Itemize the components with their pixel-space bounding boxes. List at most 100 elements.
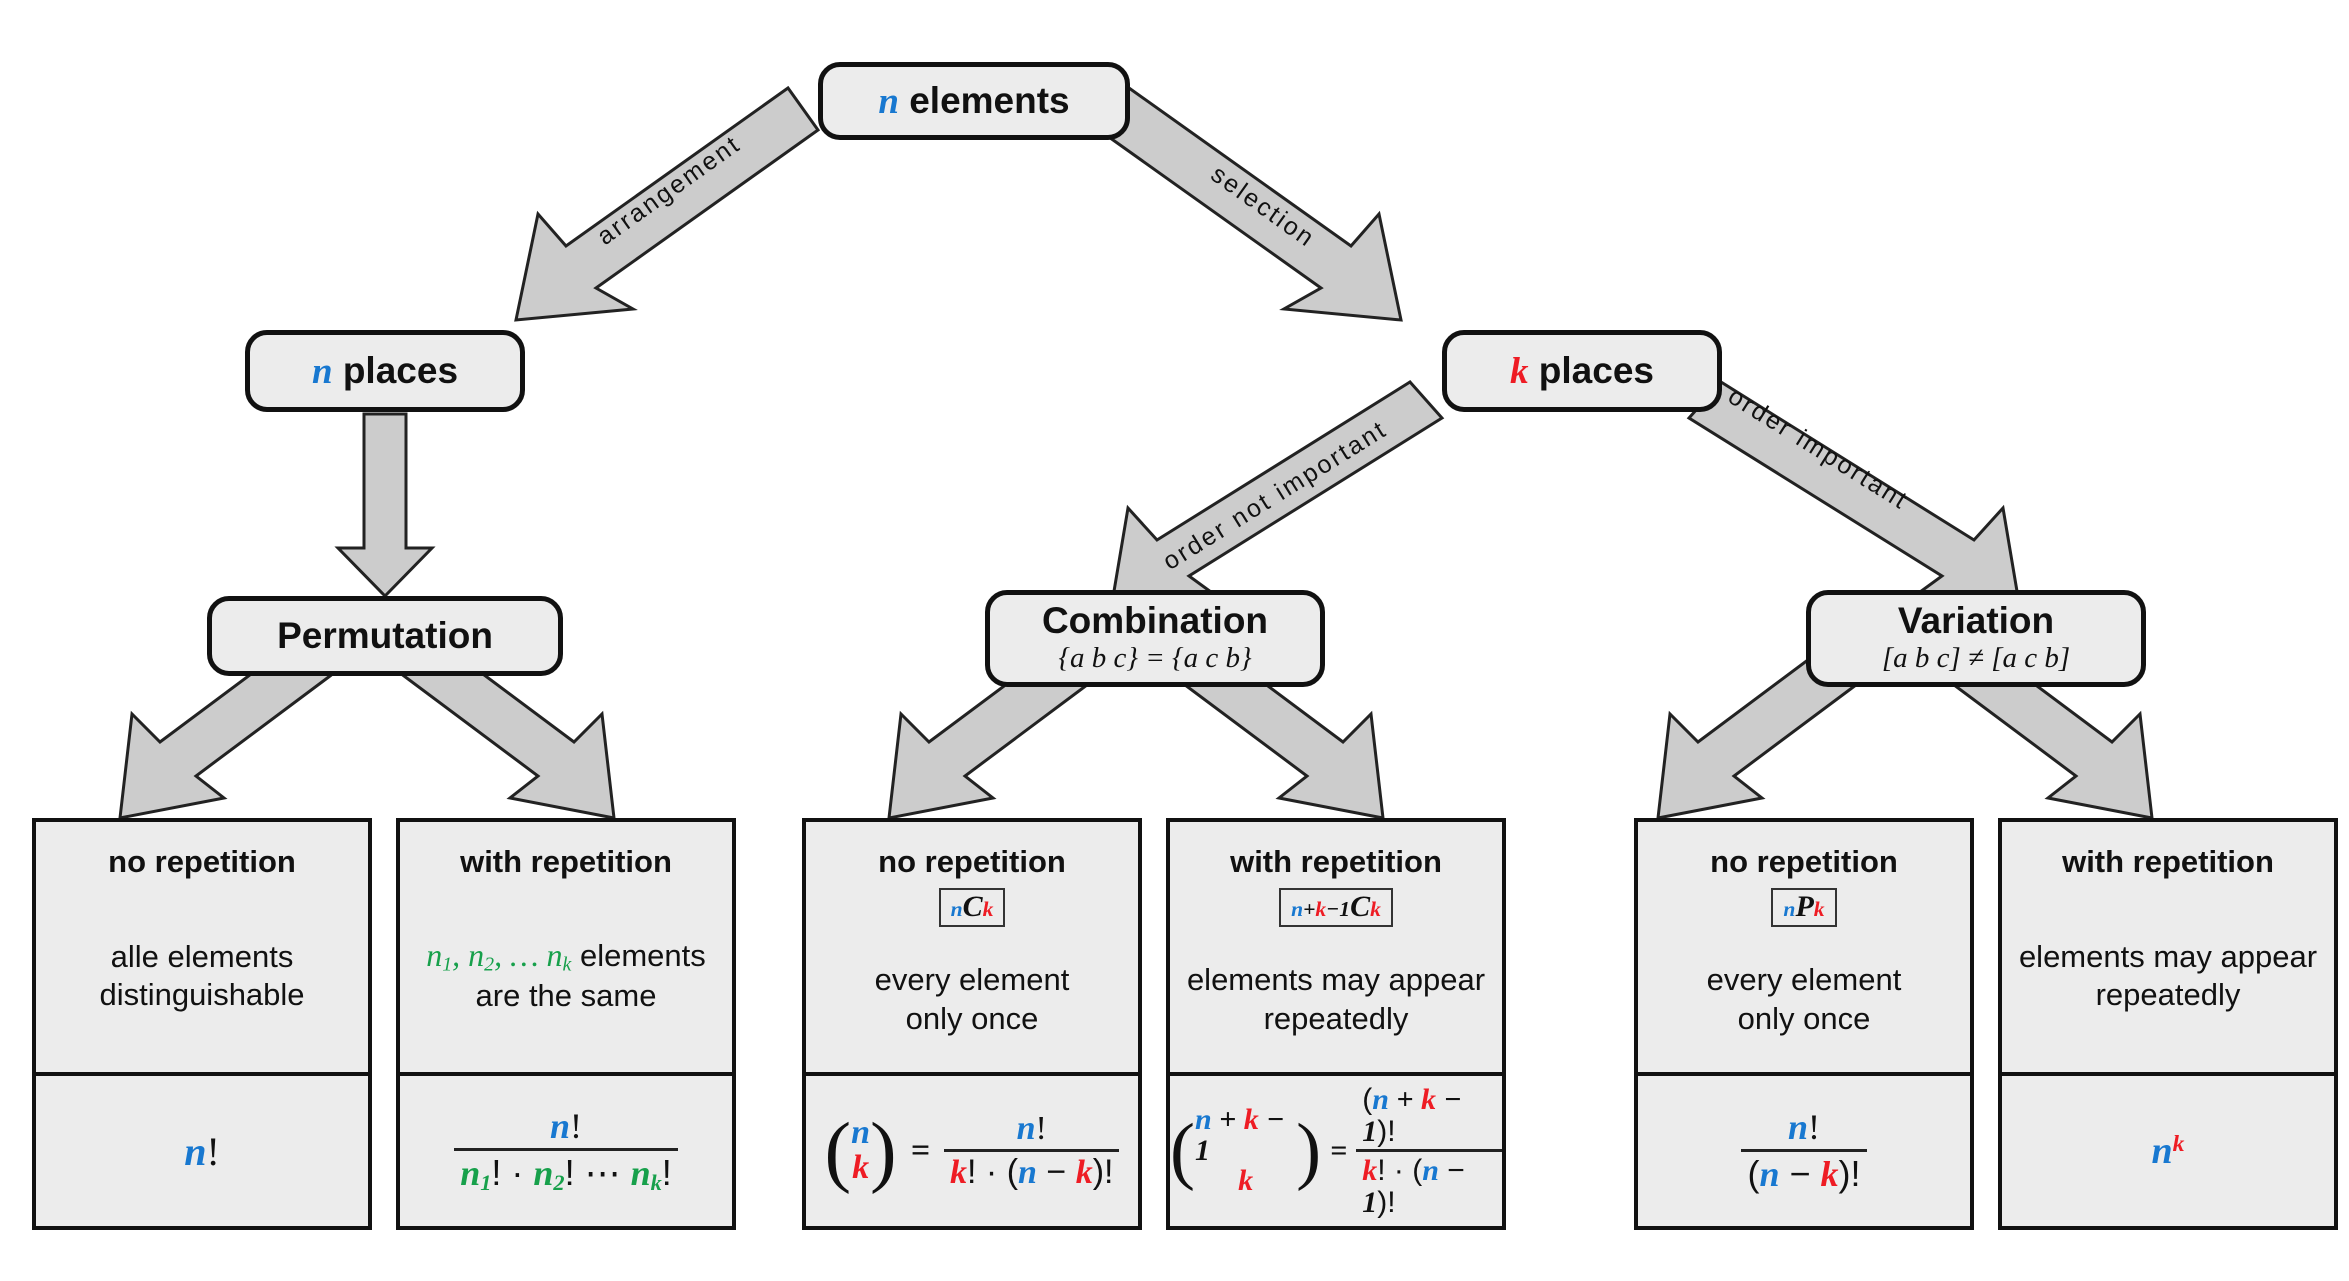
formula-var-n: n: [1787, 1107, 1809, 1148]
node-permutation[interactable]: Permutation: [207, 596, 563, 676]
node-n-elements-label: n elements: [878, 80, 1069, 123]
equals-sign: =: [910, 1132, 931, 1169]
node-k-places-text: places: [1538, 349, 1654, 391]
fraction-denominator: (n − k)!: [1747, 1153, 1861, 1194]
leaf-desc-line1: every element: [874, 962, 1070, 998]
leaf-combination-no-repetition[interactable]: no repetition nCk every element only onc…: [802, 818, 1142, 1230]
formula-var-n: n: [549, 1106, 571, 1147]
node-combination-title: Combination: [1041, 600, 1269, 642]
symbol-nCk: nCk: [938, 888, 1006, 927]
leaf-combination-with-repetition[interactable]: with repetition n+k−1Ck elements may app…: [1166, 818, 1506, 1230]
symbol-sub-right: k: [1370, 897, 1381, 921]
binom-bottom: k: [1238, 1164, 1254, 1198]
leaf-permutation-no-repetition[interactable]: no repetition alle elements distinguisha…: [32, 818, 372, 1230]
node-variation-note: [a b c] ≠ [a c b]: [1881, 641, 2071, 674]
symbol-n-plus-k-minus-1-C-k: n+k−1Ck: [1279, 888, 1393, 927]
arrow-perm-with-rep: [401, 640, 616, 820]
leaf-head: no repetition: [108, 844, 296, 879]
leaf-description: alle elements distinguishable: [99, 938, 304, 1015]
node-variation[interactable]: Variation [a b c] ≠ [a c b]: [1806, 590, 2146, 687]
symbol-sub-left: n: [1783, 897, 1796, 921]
node-permutation-title: Permutation: [277, 615, 493, 656]
leaf-top: no repetition alle elements distinguisha…: [36, 822, 368, 1076]
leaf-top: no repetition nPk every element only onc…: [1638, 822, 1970, 1076]
formula-factorial: !: [570, 1106, 583, 1147]
fraction-denominator: n1! · n2! ⋯ nk!: [460, 1152, 672, 1196]
symbol-letter: P: [1795, 890, 1814, 923]
leaf-desc-line1: elements may appear: [2018, 938, 2318, 974]
node-n-places[interactable]: n places: [245, 330, 525, 412]
formula-factorial: !: [206, 1128, 220, 1174]
leaf-permutation-with-repetition[interactable]: with repetition n1, n2, … nk elements ar…: [396, 818, 736, 1230]
leaf-desc-line2: are the same: [475, 978, 657, 1014]
leaf-desc-line1: every element: [1706, 962, 1902, 998]
node-variation-title: Variation: [1897, 600, 2055, 642]
binom-bottom: k: [852, 1149, 870, 1186]
binomial-coefficient: ( n + k − 1 k ): [1170, 1103, 1322, 1198]
node-combination-note: {a b c} = {a c b}: [1058, 641, 1252, 674]
leaf-description: every element only once: [875, 961, 1070, 1038]
var-n: n: [311, 350, 333, 392]
binom-top: n: [851, 1114, 871, 1152]
node-k-places[interactable]: k places: [1442, 330, 1722, 412]
node-n-elements[interactable]: n elements: [818, 62, 1130, 140]
binomial-coefficient: ( n k ): [824, 1106, 897, 1195]
arrow-order-not-important: [1108, 380, 1445, 617]
leaf-desc-line1: n1, n2, … nk elements: [426, 936, 706, 977]
leaf-description: elements may appear repeatedly: [1187, 961, 1485, 1038]
leaf-head: with repetition: [1230, 844, 1442, 879]
leaf-variation-with-repetition[interactable]: with repetition elements may appear repe…: [1998, 818, 2338, 1230]
arrow-selection: [1096, 85, 1403, 322]
symbol-sub-left: n: [950, 897, 963, 921]
leaf-desc-line2: only once: [905, 1000, 1039, 1036]
leaf-head: no repetition: [878, 844, 1066, 879]
leaf-formula: n! (n − k)!: [1638, 1076, 1970, 1226]
leaf-formula: n!: [36, 1076, 368, 1226]
leaf-formula: ( n + k − 1 k ) = (n + k − 1)! k! · (n −…: [1170, 1076, 1502, 1226]
symbol-sub-right: k: [1813, 897, 1825, 921]
node-k-places-label: k places: [1510, 350, 1654, 393]
leaf-top: no repetition nCk every element only onc…: [806, 822, 1138, 1076]
leaf-formula: ( n k ) = n! k! · (n − k)!: [806, 1076, 1138, 1226]
leaf-formula: nk: [2002, 1076, 2334, 1226]
node-combination[interactable]: Combination {a b c} = {a c b}: [985, 590, 1325, 687]
leaf-desc-line2: only once: [1737, 1000, 1871, 1036]
symbol-sub-left: n+k−1: [1291, 897, 1351, 921]
var-n: n: [878, 80, 899, 122]
leaf-top: with repetition n1, n2, … nk elements ar…: [400, 822, 732, 1076]
formula-var-n: n: [1016, 1110, 1036, 1148]
leaf-desc-line2: repeatedly: [1263, 1000, 1409, 1036]
formula-var-n: n: [2151, 1130, 2173, 1172]
leaf-desc-line1: alle elements: [110, 938, 294, 974]
leaf-variation-no-repetition[interactable]: no repetition nPk every element only onc…: [1634, 818, 1974, 1230]
arrow-arrangement: [514, 85, 821, 322]
leaf-description: elements may appear repeatedly: [2019, 938, 2317, 1015]
binom-top: n + k − 1: [1194, 1103, 1285, 1167]
symbol-letter: C: [1350, 890, 1371, 923]
leaf-formula: n! n1! · n2! ⋯ nk!: [400, 1076, 732, 1226]
leaf-top: with repetition elements may appear repe…: [2002, 822, 2334, 1076]
var-k: k: [1510, 350, 1529, 392]
leaf-desc-line1: elements may appear: [1186, 962, 1486, 998]
node-n-places-text: places: [342, 349, 459, 391]
fraction-numerator: n!: [1782, 1108, 1826, 1149]
arrow-permutation: [334, 412, 436, 599]
fraction-numerator: n!: [1011, 1111, 1053, 1149]
desc-elements-word: elements: [579, 938, 706, 974]
leaf-description: every element only once: [1707, 961, 1902, 1038]
leaf-head: with repetition: [2062, 844, 2274, 879]
symbol-sub-right: k: [982, 897, 994, 921]
node-n-elements-text: elements: [909, 79, 1070, 121]
fraction-bar: [944, 1149, 1120, 1152]
leaf-head: with repetition: [460, 844, 672, 879]
leaf-description: n1, n2, … nk elements are the same: [426, 936, 706, 1015]
leaf-desc-line2: distinguishable: [99, 977, 305, 1012]
node-n-places-label: n places: [312, 350, 458, 393]
fraction-bar: [1741, 1149, 1867, 1152]
formula-var-n: n: [184, 1128, 207, 1174]
desc-n-subscripts: n1, n2, … nk: [426, 937, 572, 976]
fraction-numerator: (n + k − 1)!: [1362, 1083, 1462, 1148]
leaf-desc-line2: repeatedly: [2095, 977, 2241, 1012]
fraction-denominator: k! · (n − k)!: [950, 1153, 1114, 1191]
equals-sign: =: [1330, 1134, 1348, 1167]
